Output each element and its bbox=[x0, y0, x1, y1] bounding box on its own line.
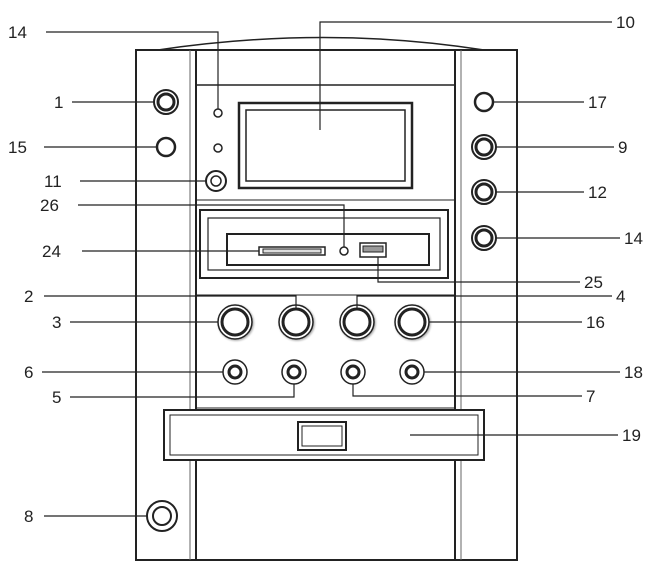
leader-10 bbox=[319, 21, 612, 130]
button-18[interactable] bbox=[399, 359, 425, 385]
leader-2 bbox=[44, 295, 297, 309]
indicator-led-26 bbox=[339, 246, 349, 256]
callout-11: 11 bbox=[44, 172, 62, 191]
small-knob-11[interactable] bbox=[205, 170, 227, 192]
button-5[interactable] bbox=[281, 359, 307, 385]
callout-9: 9 bbox=[618, 138, 627, 157]
leader-25 bbox=[377, 257, 580, 283]
callout-24: 24 bbox=[42, 242, 61, 261]
button-17[interactable] bbox=[473, 91, 495, 113]
callout-7: 7 bbox=[586, 387, 595, 406]
knob-16[interactable] bbox=[394, 304, 430, 340]
callout-6: 6 bbox=[24, 363, 33, 382]
leader-7 bbox=[352, 384, 582, 397]
leader-26 bbox=[78, 204, 345, 247]
button-12[interactable] bbox=[471, 179, 497, 205]
callout-19: 19 bbox=[622, 426, 641, 445]
callout-1: 1 bbox=[54, 93, 63, 112]
callout-17: 17 bbox=[588, 93, 607, 112]
button-1[interactable] bbox=[153, 89, 179, 115]
callout-26: 26 bbox=[40, 196, 59, 215]
callout-4: 4 bbox=[616, 287, 625, 306]
indicator-led-13 bbox=[213, 108, 223, 118]
card-slot[interactable] bbox=[258, 246, 326, 256]
callout-16: 16 bbox=[586, 313, 605, 332]
media-slot-panel bbox=[199, 209, 449, 279]
button-15[interactable] bbox=[155, 136, 177, 158]
callout-3: 3 bbox=[52, 313, 61, 332]
display-window bbox=[237, 101, 414, 190]
jack-8[interactable] bbox=[146, 500, 178, 532]
right-speaker-column bbox=[454, 49, 518, 561]
button-9[interactable] bbox=[471, 134, 497, 160]
callout-12: 12 bbox=[588, 183, 607, 202]
callout-15: 15 bbox=[8, 138, 27, 157]
leader-5 bbox=[70, 384, 295, 398]
leader-4 bbox=[356, 295, 612, 309]
usb-port[interactable] bbox=[359, 242, 387, 258]
callout-13: 14 bbox=[8, 23, 27, 42]
button-14[interactable] bbox=[471, 225, 497, 251]
callout-8: 8 bbox=[24, 507, 33, 526]
button-7[interactable] bbox=[340, 359, 366, 385]
left-speaker-column bbox=[135, 49, 197, 561]
leader-lines bbox=[42, 21, 620, 517]
knob-3[interactable] bbox=[217, 304, 253, 340]
callout-14: 14 bbox=[624, 229, 643, 248]
callout-10: 10 bbox=[616, 13, 635, 32]
top-arch bbox=[157, 36, 485, 51]
callout-25: 25 bbox=[584, 273, 603, 292]
leader-13 bbox=[46, 31, 219, 109]
callout-2: 2 bbox=[24, 287, 33, 306]
indicator-led bbox=[213, 143, 223, 153]
callout-5: 5 bbox=[52, 388, 61, 407]
knob-4[interactable] bbox=[339, 304, 375, 340]
button-6[interactable] bbox=[222, 359, 248, 385]
knob-2[interactable] bbox=[278, 304, 314, 340]
disc-tray[interactable] bbox=[163, 409, 485, 461]
callout-labels: 14 10 1 17 15 9 11 12 26 14 24 25 2 4 3 … bbox=[8, 13, 643, 526]
callout-18: 18 bbox=[624, 363, 643, 382]
